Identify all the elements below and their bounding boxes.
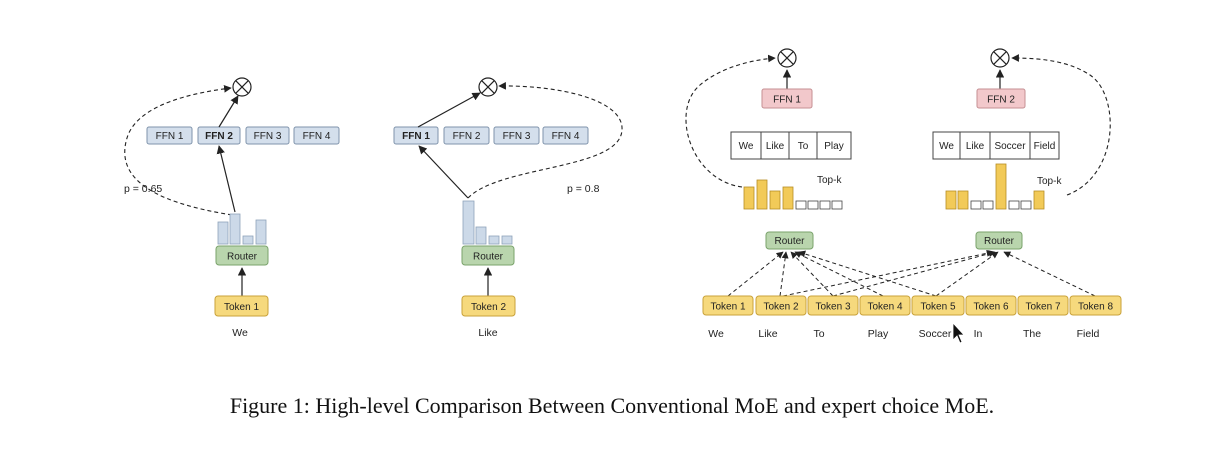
token-word: The [1023,328,1041,340]
token-box: Token 2 [755,295,807,316]
figure-caption: Figure 1: High-level Comparison Between … [229,393,995,418]
ffn-expert-1-selected: FFN 1 [393,126,439,145]
token-box: Token 5 [911,295,965,316]
topk-score-bars-expert-1 [743,179,843,210]
router-label: Router [473,252,504,263]
ffn-to-output-arrow [417,92,481,128]
ffn-expert-2-selected: FFN 2 [197,126,241,145]
probability-label: p = 0.65 [124,183,162,195]
buffer-cell: To [798,141,809,152]
token-label: Token 2 [763,302,798,313]
token-box: Token 3 [807,295,859,316]
residual-dashed-arrow [124,85,233,216]
token-word: Like [758,328,777,340]
moe-diagram: FFN 1 FFN 2 FFN 3 FFN 4 p = 0.65 Router [124,48,1122,344]
expert-box-ffn-2: FFN 2 [976,88,1026,109]
panel-right: FFN 1 We Like To Play Top-k Router [685,48,1122,344]
token-buffer-expert-2: We Like Soccer Field [932,131,1060,160]
router-to-ffn-arrow [216,145,236,213]
router-box: Router [461,245,515,266]
token-label: Token 6 [973,302,1008,313]
token-word: In [974,328,983,340]
multiply-icon [777,48,797,68]
ffn-expert-3: FFN 3 [493,126,540,145]
ffn-expert-label: FFN 4 [552,131,580,142]
token-label: Token 1 [224,302,259,313]
panel-middle: FFN 1 FFN 2 FFN 3 FFN 4 p = 0.8 Router [393,77,623,339]
token-label: Token 5 [920,302,955,313]
topk-score-bars-expert-2 [945,163,1045,210]
topk-label: Top-k [1037,176,1062,187]
ffn-expert-4: FFN 4 [542,126,589,145]
ffn-expert-1: FFN 1 [146,126,193,145]
multiply-icon [232,77,252,97]
token-label: Token 4 [867,302,902,313]
mouse-cursor-icon [952,321,965,344]
token-box: Token 8 [1069,295,1122,316]
token-word: Soccer [919,328,952,340]
multiply-icon [990,48,1010,68]
buffer-cell: Play [824,141,843,152]
router-label: Router [227,252,258,263]
token-word: To [813,328,824,340]
expert-label: FFN 2 [987,95,1015,106]
token-router-connections [727,249,1096,297]
router-box-1: Router [765,231,814,250]
ffn-expert-4: FFN 4 [293,126,340,145]
residual-dashed-arrow [467,82,623,199]
ffn-expert-label: FFN 2 [453,131,481,142]
token-buffer-expert-1: We Like To Play [730,131,852,160]
ffn-expert-2: FFN 2 [443,126,490,145]
token-box: Token 6 [965,295,1017,316]
ffn-expert-label: FFN 3 [254,131,282,142]
ffn-to-output-arrow [218,95,239,128]
token-box: Token 1 [702,295,754,316]
buffer-cell: Field [1034,141,1056,152]
ffn-expert-label: FFN 1 [156,131,184,142]
buffer-cell: Soccer [994,141,1026,152]
buffer-cell: We [939,141,954,152]
token-word: Play [868,328,889,340]
router-box: Router [215,245,269,266]
token-word: Field [1077,328,1100,340]
word-row: We Like To Play Soccer In The Field [708,328,1099,340]
token-box: Token 1 [214,295,269,317]
expert-box-ffn-1: FFN 1 [761,88,813,109]
buffer-cell: Like [766,141,785,152]
ffn-expert-label: FFN 2 [205,131,233,142]
residual-dashed-arrow [1011,54,1111,196]
ffn-expert-label: FFN 1 [402,131,430,142]
token-word: We [232,327,248,339]
router-probability-bars [462,200,513,245]
residual-dashed-arrow [685,54,776,188]
router-to-ffn-arrow [418,145,469,199]
token-label: Token 1 [710,302,745,313]
router-label: Router [984,236,1015,247]
token-label: Token 8 [1078,302,1113,313]
ffn-expert-label: FFN 4 [303,131,331,142]
probability-label: p = 0.8 [567,183,600,195]
token-box: Token 7 [1017,295,1069,316]
ffn-expert-3: FFN 3 [245,126,290,145]
ffn-expert-label: FFN 3 [503,131,531,142]
router-label: Router [774,236,805,247]
token-label: Token 7 [1025,302,1060,313]
token-word: Like [478,327,497,339]
buffer-cell: We [739,141,754,152]
buffer-cell: Like [966,141,985,152]
panel-left: FFN 1 FFN 2 FFN 3 FFN 4 p = 0.65 Router [124,77,340,339]
token-word: We [708,328,724,340]
router-box-2: Router [975,231,1023,250]
router-probability-bars [217,213,267,245]
token-label: Token 3 [815,302,850,313]
token-label: Token 2 [471,302,506,313]
topk-label: Top-k [817,175,842,186]
token-box: Token 2 [461,295,516,317]
token-row: Token 1 Token 2 Token 3 Token 4 Token 5 … [702,295,1122,316]
expert-label: FFN 1 [773,95,801,106]
multiply-icon [478,77,498,97]
token-box: Token 4 [859,295,911,316]
